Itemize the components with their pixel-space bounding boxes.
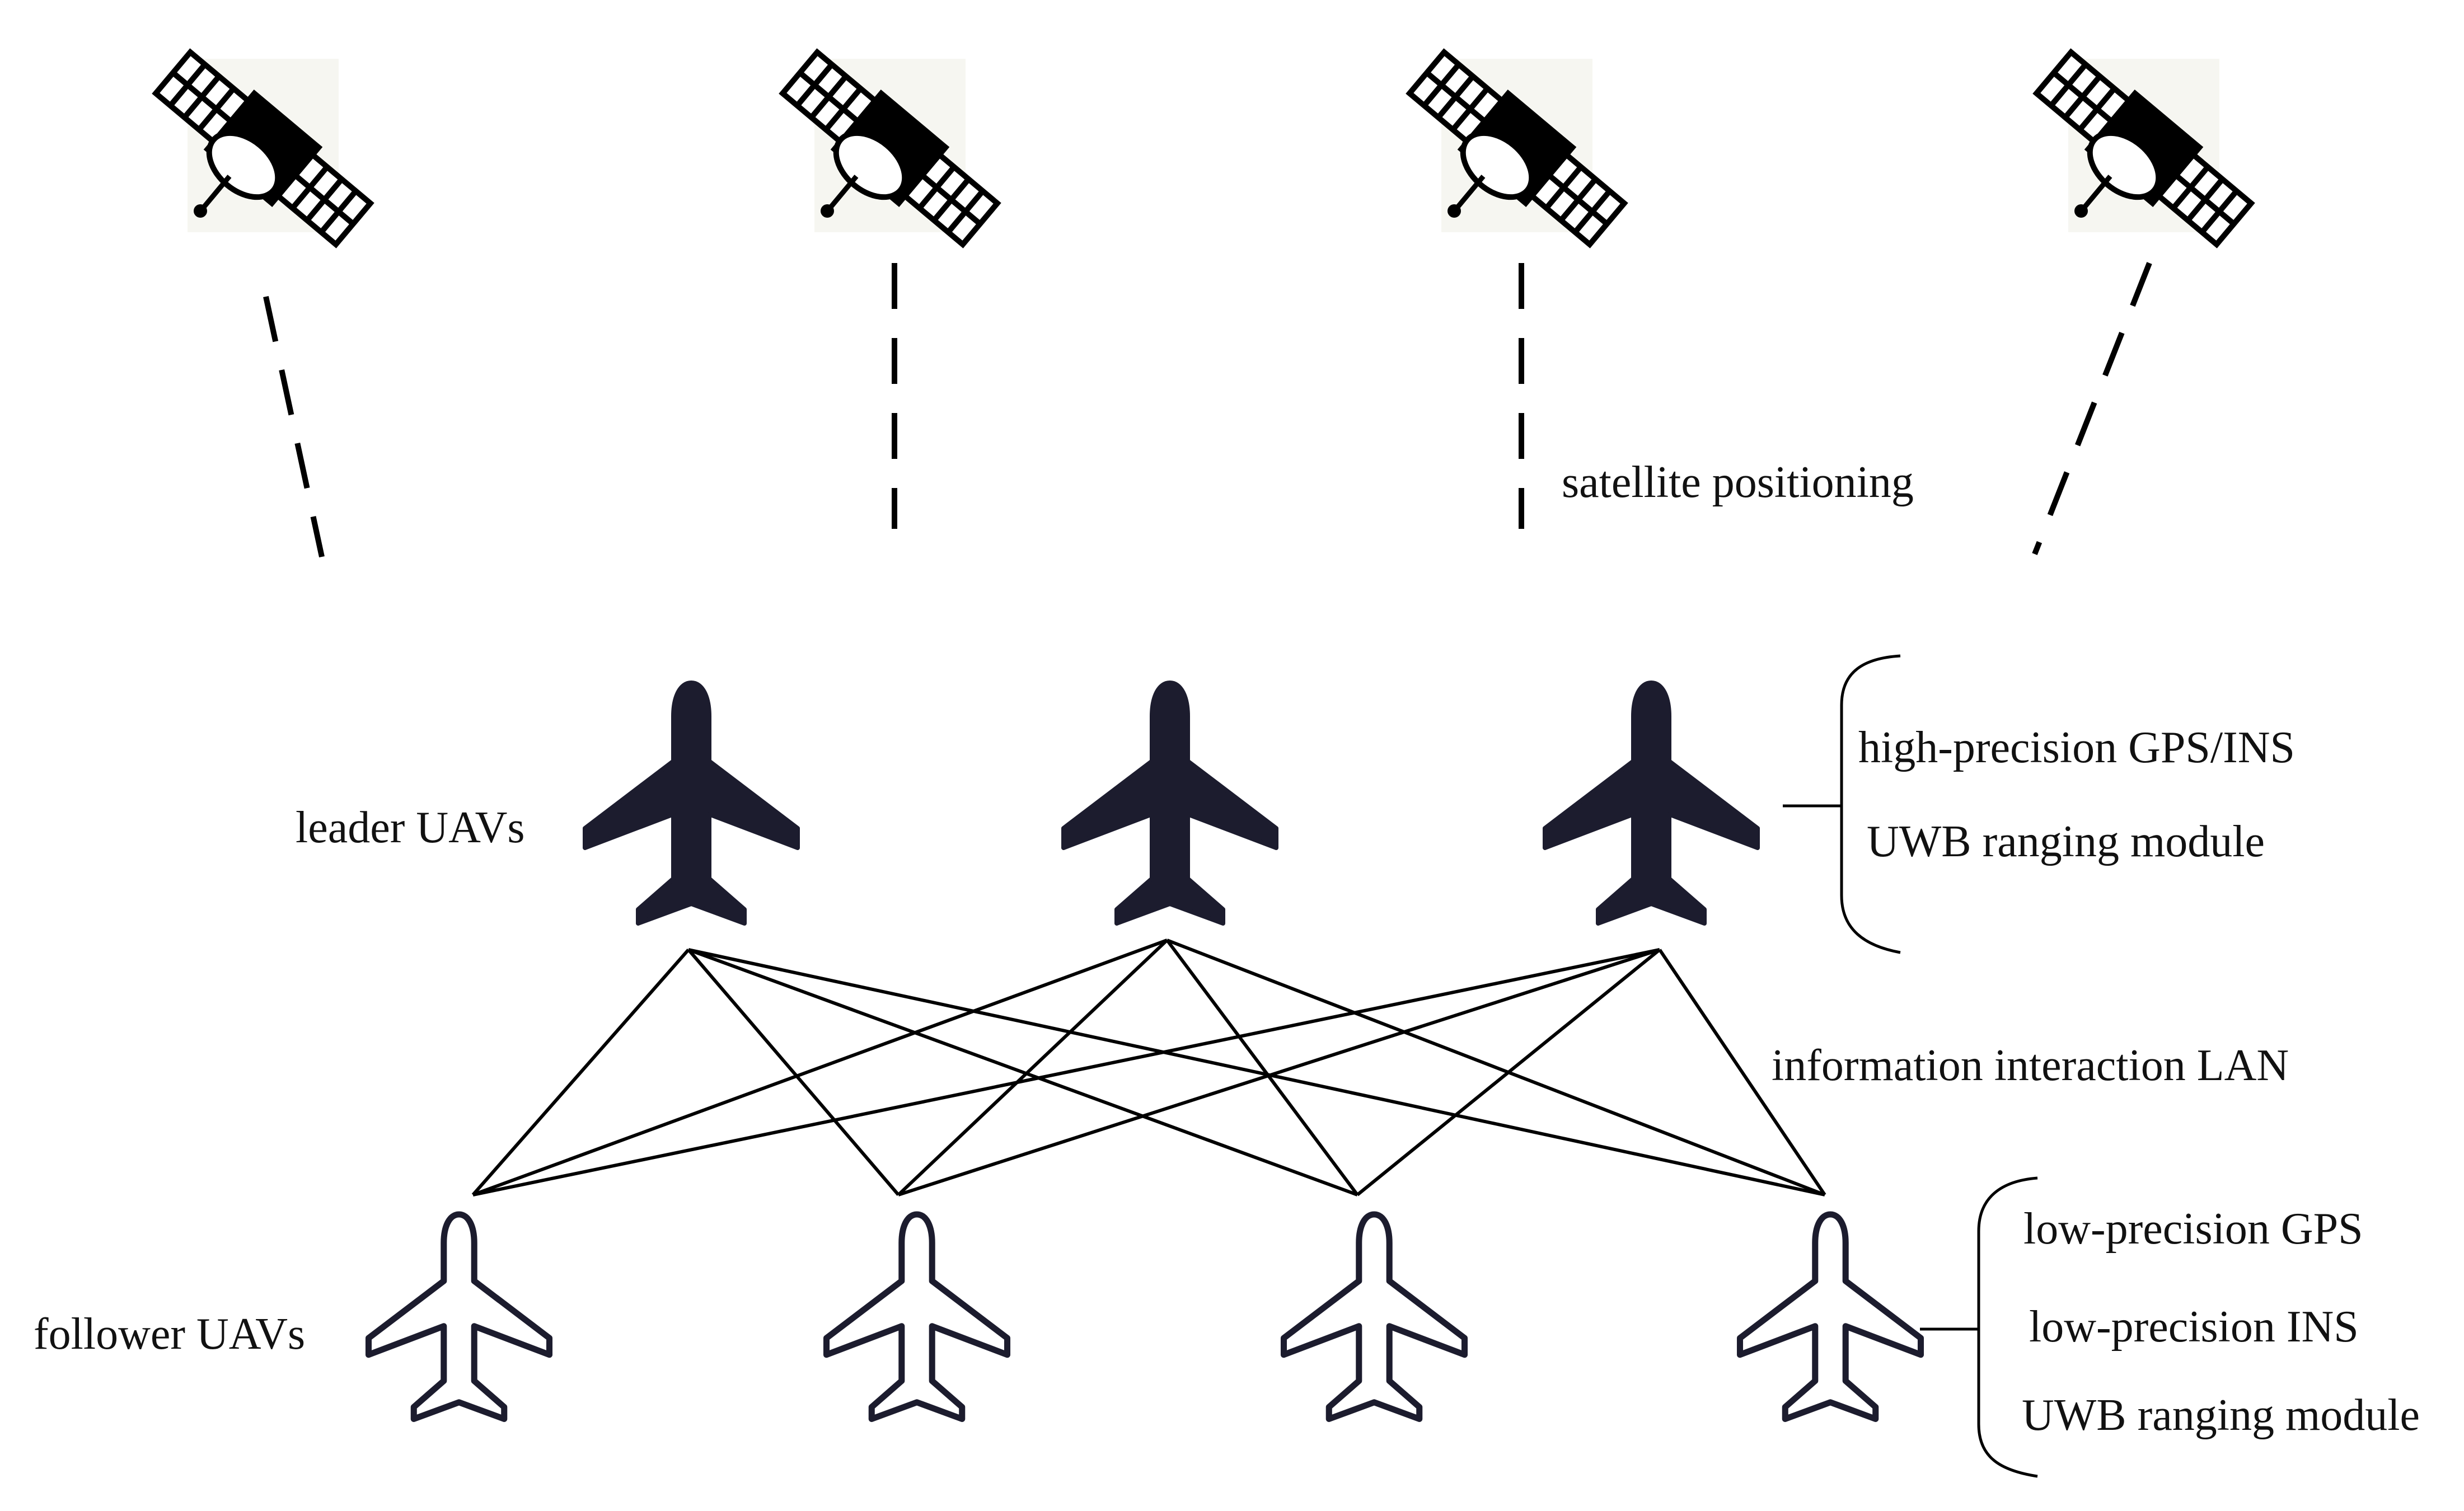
lan-link (898, 948, 1660, 1196)
follower-equipment-item: low-precision GPS (2023, 1204, 2363, 1254)
filled-airplane-icon (585, 683, 798, 923)
lan-link (687, 949, 900, 1196)
filled-airplane-icon (1545, 683, 1758, 923)
follower-uavs-label: follower UAVs (34, 1310, 305, 1359)
satellite-positioning-label: satellite positioning (1562, 458, 1914, 507)
leader-equipment-item: high-precision GPS/INS (1858, 723, 2295, 772)
satellite-icon (149, 45, 376, 252)
lan-link (1165, 939, 1359, 1196)
satellite-signal-line (2032, 262, 2152, 555)
satellite-icon (776, 45, 1003, 252)
outline-airplane-icon (1284, 1214, 1465, 1419)
lan-link (687, 948, 1359, 1196)
lan-link (472, 948, 1660, 1196)
lan-label: information interaction LAN (1772, 1041, 2289, 1090)
lan-link (1658, 949, 1826, 1196)
leader-equipment-item: UWB ranging module (1867, 817, 2265, 866)
follower-brace (1977, 1176, 2038, 1478)
leader-uavs-label: leader UAVs (296, 803, 525, 852)
leader-brace (1840, 654, 1901, 954)
satellite-icon (2030, 45, 2257, 252)
outline-airplane-icon (1740, 1214, 1921, 1419)
lan-link (897, 938, 1169, 1196)
lan-link (1166, 938, 1826, 1196)
lan-link (1356, 948, 1661, 1196)
lan-link (688, 948, 1825, 1196)
follower-equipment-item: low-precision INS (2029, 1302, 2359, 1352)
satellite-icon (1403, 45, 1630, 252)
filled-airplane-icon (1064, 683, 1276, 923)
outline-airplane-icon (369, 1214, 550, 1419)
lan-link (471, 949, 690, 1196)
outline-airplane-icon (827, 1214, 1008, 1419)
lan-links (471, 938, 1826, 1196)
satellite-signal-line (263, 295, 325, 558)
lan-link (472, 938, 1168, 1196)
follower-equipment-item: UWB ranging module (2022, 1391, 2420, 1440)
